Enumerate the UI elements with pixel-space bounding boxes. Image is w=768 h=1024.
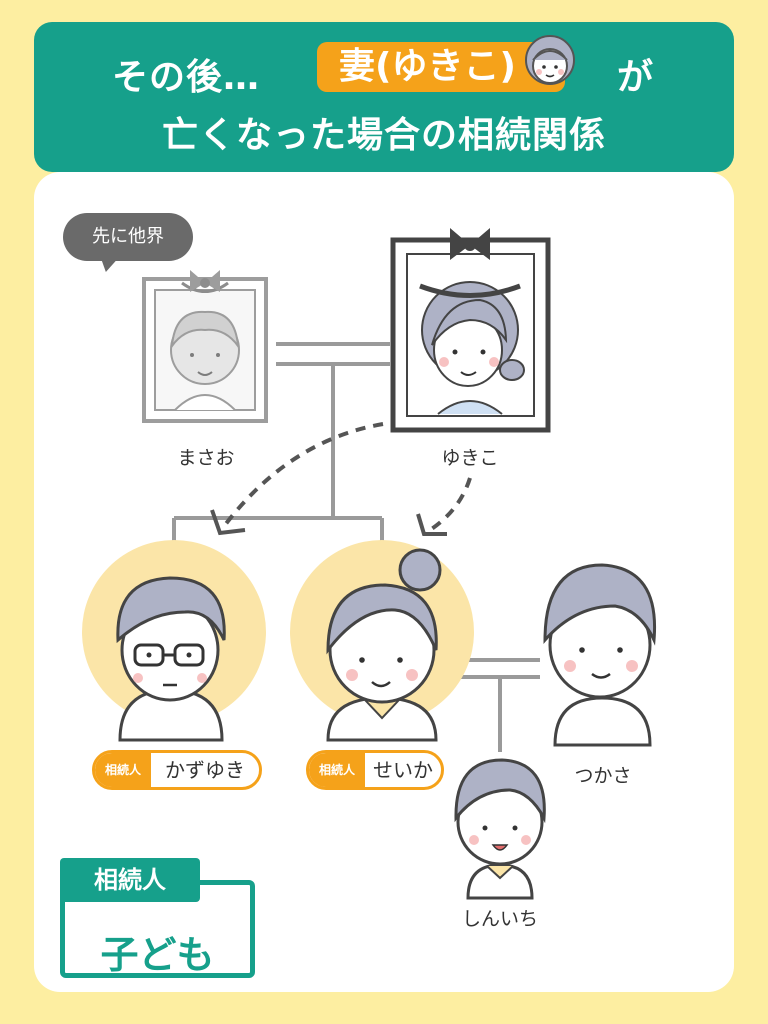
shinichi-figure — [454, 758, 546, 900]
summary-value: 子ども — [100, 933, 215, 977]
shinichi-name: しんいち — [461, 908, 538, 930]
inheritance-arrows — [223, 422, 472, 532]
tsukasa-name: つかさ — [574, 765, 632, 787]
arrow-to-seika — [428, 477, 472, 532]
yukiko-portrait-frame — [390, 228, 551, 433]
masao-name: まさお — [177, 447, 235, 469]
yukiko-small-avatar-icon — [525, 35, 575, 85]
header-badge-text: 妻(ゆきこ) — [339, 46, 516, 87]
header-suffix: が — [617, 57, 654, 98]
arrow-to-kazuyuki — [223, 422, 384, 527]
seika-name: せいか — [373, 758, 433, 782]
header-prefix: その後… — [112, 57, 261, 98]
summary-label: 相続人 — [60, 858, 200, 902]
heir-summary: 相続人 子ども — [60, 858, 255, 980]
arrowhead-seika-icon — [416, 513, 447, 536]
kazuyuki-figure — [116, 576, 226, 742]
masao-portrait-frame — [142, 270, 268, 423]
seika-figure — [326, 548, 442, 742]
heir-tag-label: 相続人 — [309, 753, 365, 787]
kazuyuki-heir-tag: 相続人 かずゆき — [92, 750, 262, 790]
kazuyuki-name: かずゆき — [165, 758, 245, 782]
bubble-tail — [95, 256, 121, 272]
connector-lines — [172, 342, 540, 752]
deceased-earlier-bubble: 先に他界 — [63, 213, 193, 261]
tsukasa-figure — [543, 563, 657, 747]
header-line-2: 亡くなった場合の相続関係 — [161, 115, 606, 156]
header-line-1: その後… 妻(ゆきこ) が — [34, 35, 734, 98]
seika-heir-tag: 相続人 せいか — [306, 750, 444, 790]
header-banner: その後… 妻(ゆきこ) が 亡くなった場合の相続関係 — [34, 22, 734, 172]
heir-tag-label: 相続人 — [95, 753, 151, 787]
arrowhead-kazuyuki-icon — [210, 509, 246, 536]
yukiko-name: ゆきこ — [441, 447, 499, 469]
header-badge: 妻(ゆきこ) — [317, 35, 575, 92]
